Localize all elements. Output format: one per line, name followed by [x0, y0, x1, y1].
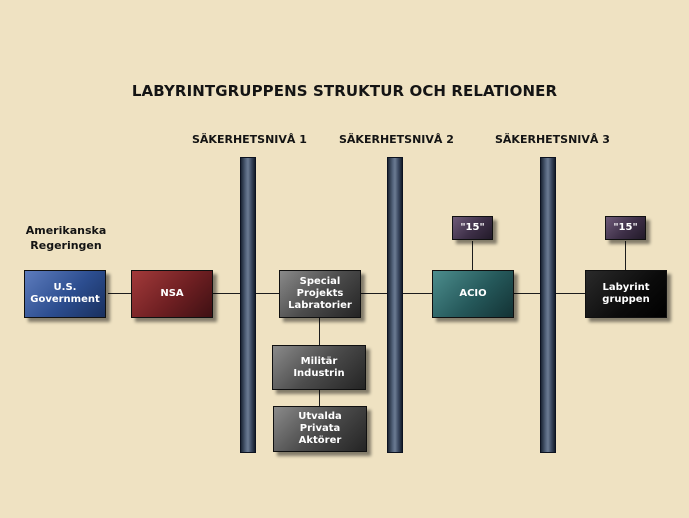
us-government-node: U.S. Government	[24, 270, 106, 318]
acio-node: ACIO	[432, 270, 514, 318]
labyrint-15-badge: "15"	[605, 216, 646, 240]
militar-industrin-node: Militär Industrin	[272, 345, 366, 390]
security-level-1-label: SÄKERHETSNIVÅ 1	[192, 133, 307, 146]
connector-special-to-militar	[319, 318, 320, 346]
security-level-3-pillar	[540, 157, 556, 453]
security-level-1-pillar	[240, 157, 256, 453]
security-level-2-pillar	[387, 157, 403, 453]
special-projekts-labratorier-node: Special Projekts Labratorier	[279, 270, 361, 318]
security-level-2-label: SÄKERHETSNIVÅ 2	[339, 133, 454, 146]
acio-15-badge: "15"	[452, 216, 493, 240]
connector-acio-badge	[472, 241, 473, 270]
security-level-3-label: SÄKERHETSNIVÅ 3	[495, 133, 610, 146]
nsa-node: NSA	[131, 270, 213, 318]
amerikanska-regeringen-label: Amerikanska Regeringen	[25, 224, 107, 252]
diagram-title: LABYRINTGRUPPENS STRUKTUR OCH RELATIONER	[131, 82, 558, 100]
connector-militar-to-utvalda	[319, 390, 320, 406]
utvalda-privata-aktorer-node: Utvalda Privata Aktörer	[273, 406, 367, 452]
labyrint-gruppen-node: Labyrint gruppen	[585, 270, 667, 318]
connector-labyrint-badge	[625, 241, 626, 270]
